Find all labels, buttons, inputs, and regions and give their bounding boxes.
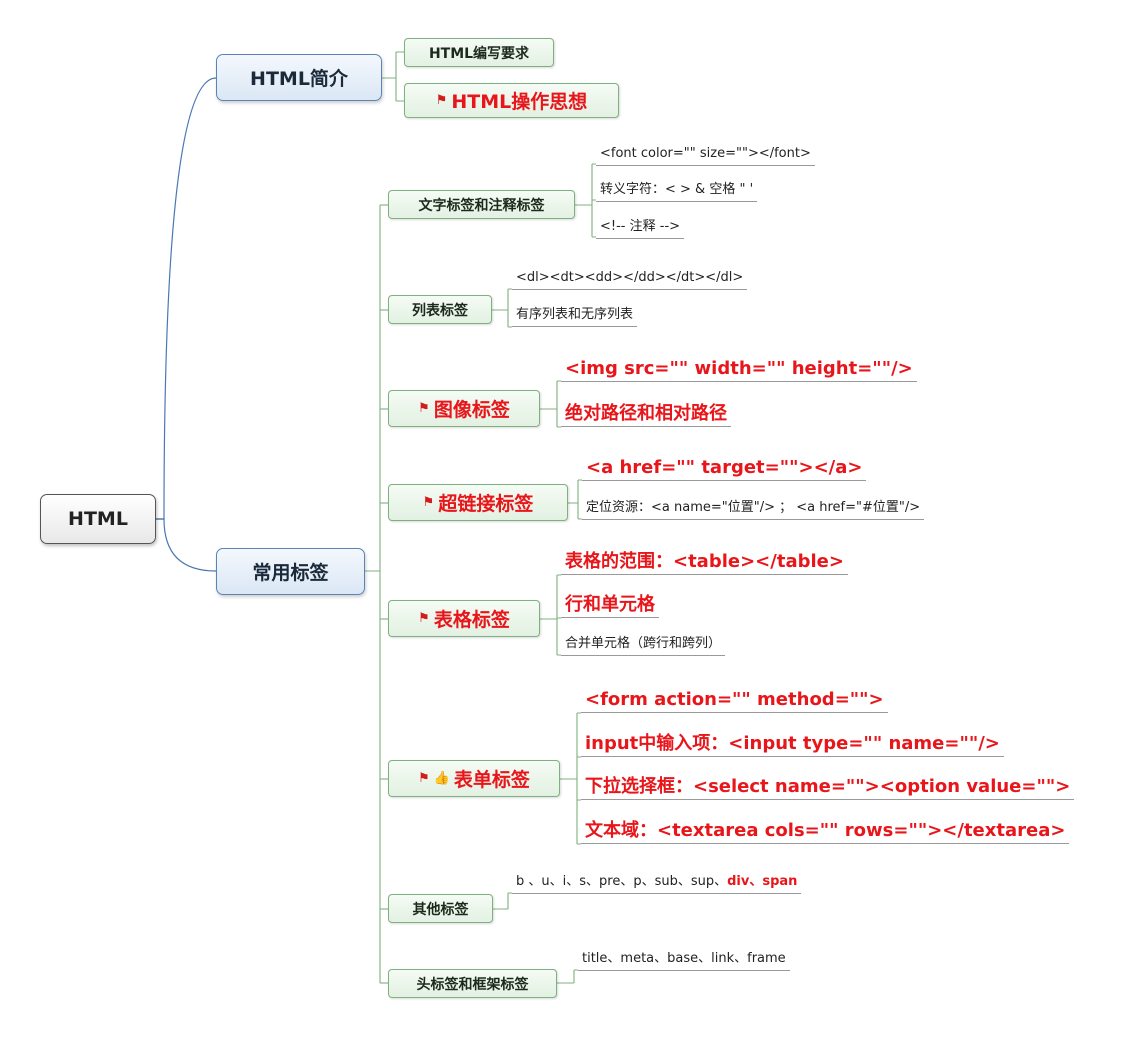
leaf-head-list: title、meta、base、link、frame [578,949,790,971]
subtopic-operation-idea[interactable]: ⚑ HTML操作思想 [404,83,619,118]
connector-list-tags [492,288,512,328]
subtopic-form-tags[interactable]: ⚑ 👍 表单标签 [388,760,560,797]
subtopic-table-tags-label: 表格标签 [433,609,510,631]
leaf-table-range: 表格的范围：<table></table> [561,549,848,575]
leaf-ordered-unordered: 有序列表和无序列表 [512,305,638,327]
root-label: HTML [68,508,128,530]
leaf-comment: <!-- 注释 --> [596,217,685,239]
connector-form-tags [560,712,581,845]
leaf-paths: 绝对路径和相对路径 [561,401,731,427]
flag-icon: ⚑ [418,771,430,786]
connector-common-trunk [365,205,381,983]
leaf-input-tag: input中输入项：<input type="" name=""/> [581,731,1004,757]
connector-root-intro [156,77,217,520]
connector-image-tags [540,380,561,428]
connector-text-tags [575,163,596,238]
subtopic-list-tags[interactable]: 列表标签 [388,295,492,324]
subtopic-link-tags-label: 超链接标签 [438,493,534,515]
thumbs-up-icon: 👍 [433,771,450,786]
subtopic-operation-idea-label: HTML操作思想 [451,91,588,113]
topic-common-tags[interactable]: 常用标签 [216,548,365,595]
connector-other-tags [493,892,512,910]
topic-common-tags-label: 常用标签 [252,562,329,584]
subtopic-form-tags-label: 表单标签 [453,769,530,791]
subtopic-writing-requirements[interactable]: HTML编写要求 [404,38,554,67]
topic-html-intro-label: HTML简介 [250,68,348,90]
connector-link-tags [568,479,582,520]
subtopic-writing-requirements-label: HTML编写要求 [428,45,530,62]
leaf-textarea-tag: 文本域：<textarea cols="" rows=""></textarea… [581,818,1070,844]
leaf-select-tag: 下拉选择框：<select name=""><option value=""> [581,774,1075,800]
leaf-escape-chars: 转义字符：< > & 空格 " ' [596,180,758,202]
subtopic-image-tags-label: 图像标签 [433,399,510,421]
subtopic-link-tags[interactable]: ⚑ 超链接标签 [388,484,568,521]
leaf-row-cell: 行和单元格 [561,592,659,618]
leaf-anchor-locate: 定位资源：<a name="位置"/> ； <a href="#位置"/> [582,498,925,520]
connector-root-common [156,518,217,572]
subtopic-other-tags[interactable]: 其他标签 [388,894,493,923]
flag-icon: ⚑ [422,495,435,510]
leaf-a-tag: <a href="" target=""></a> [582,455,867,481]
subtopic-other-tags-label: 其他标签 [412,901,469,918]
flag-icon: ⚑ [435,93,448,108]
connector-head-tags [557,969,578,984]
flag-icon: ⚑ [418,401,430,416]
leaf-img-tag: <img src="" width="" height=""/> [561,356,917,382]
subtopic-head-tags[interactable]: 头标签和框架标签 [388,969,557,998]
subtopic-table-tags[interactable]: ⚑ 表格标签 [388,600,540,637]
connector-table-tags [540,574,561,656]
subtopic-image-tags[interactable]: ⚑ 图像标签 [388,390,540,427]
leaf-form-tag: <form action="" method=""> [581,687,888,713]
subtopic-list-tags-label: 列表标签 [412,302,468,319]
leaf-other-list: b 、u、i、s、pre、p、sub、sup、div、span [512,872,802,894]
subtopic-head-tags-label: 头标签和框架标签 [416,976,529,993]
connector-intro-children [382,51,404,102]
subtopic-text-tags-label: 文字标签和注释标签 [418,197,545,214]
leaf-merge-cells: 合并单元格（跨行和跨列） [561,634,726,656]
root-node[interactable]: HTML [40,494,156,544]
leaf-dl-tag: <dl><dt><dd></dd></dt></dl> [512,268,748,290]
subtopic-text-tags[interactable]: 文字标签和注释标签 [388,190,575,219]
flag-icon: ⚑ [418,611,430,626]
topic-html-intro[interactable]: HTML简介 [216,54,382,101]
leaf-font-tag: <font color="" size=""></font> [596,144,815,166]
